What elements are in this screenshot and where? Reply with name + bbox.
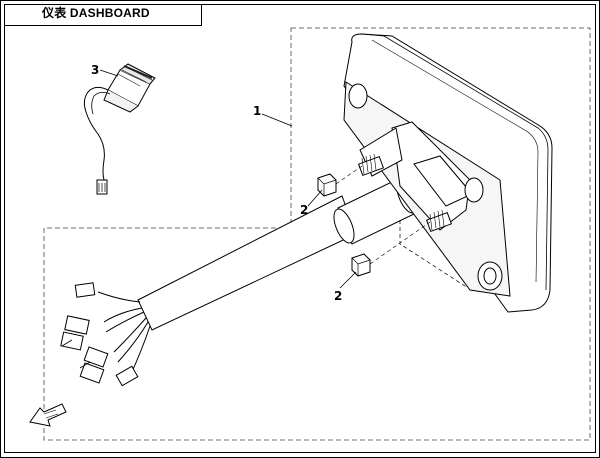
callout-1-dashboard: 1 bbox=[253, 104, 262, 118]
callout-2-nut: 2 bbox=[334, 289, 343, 303]
title-frame bbox=[4, 4, 202, 26]
callout-3-indicator: 3 bbox=[91, 63, 100, 77]
dashboard-assembly bbox=[343, 33, 553, 313]
nut-lower bbox=[351, 253, 371, 277]
leader-1 bbox=[261, 113, 293, 127]
leader-2a bbox=[307, 189, 323, 207]
front-direction-arrow-icon bbox=[29, 403, 67, 427]
nut-upper bbox=[317, 173, 337, 197]
callout-2-nut: 2 bbox=[300, 203, 309, 217]
wiring-harness bbox=[60, 177, 418, 387]
indicator-lamp-part bbox=[83, 63, 156, 195]
page-title: 仪表 DASHBOARD bbox=[42, 6, 150, 20]
leader-2b bbox=[339, 271, 357, 289]
leader-3 bbox=[99, 69, 119, 77]
